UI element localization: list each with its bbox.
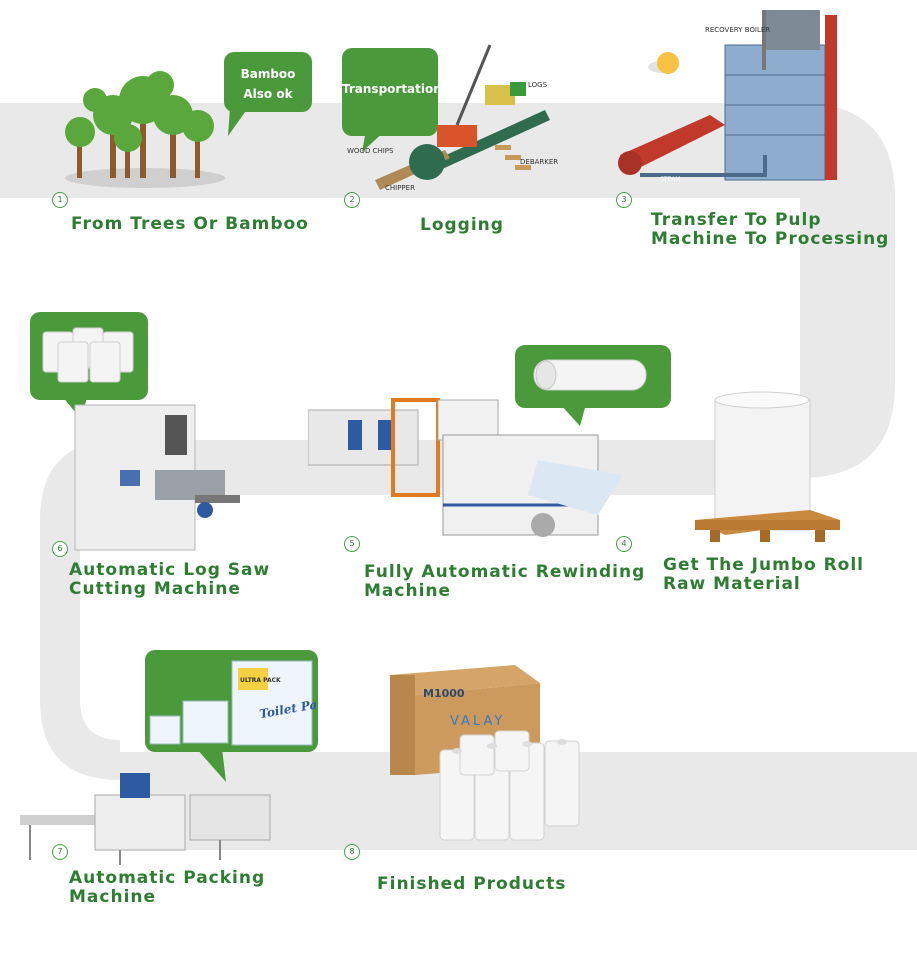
log-roll-icon	[533, 359, 647, 391]
pack-tag: ULTRA PACK	[240, 677, 281, 684]
pulp-mill-illustration: RECOVERY BOILER STEAM	[618, 10, 837, 183]
label-recovery-boiler: RECOVERY BOILER	[705, 26, 770, 34]
rewinding-machine	[308, 398, 623, 537]
bubble-transport-tail	[362, 130, 386, 152]
step-number-1: 1	[52, 192, 68, 208]
step-number-2: 2	[344, 192, 360, 208]
step-title-2: Logging	[420, 215, 504, 235]
step-number-7: 7	[52, 844, 68, 860]
step-number-8: 8	[344, 844, 360, 860]
step-title-8: Finished Products	[377, 874, 567, 894]
bubble-bamboo-text: Bamboo Also ok	[240, 67, 296, 101]
label-debarker: DEBARKER	[520, 158, 558, 166]
small-rolls-icon	[42, 327, 134, 383]
bubble-bamboo: Bamboo Also ok	[224, 52, 312, 112]
trees-illustration	[65, 71, 225, 188]
box-code: M1000	[423, 687, 465, 700]
packing-machine	[20, 773, 271, 865]
step-number-6: 6	[52, 541, 68, 557]
box-brand: VALAY	[450, 714, 505, 729]
bubble-transport: Transportation	[342, 48, 442, 136]
label-logs: LOGS	[528, 81, 548, 89]
logging-illustration: LOGS WOOD CHIPS CHIPPER DEBARKER	[347, 44, 558, 192]
step-number-3: 3	[616, 192, 632, 208]
step-title-1: From Trees Or Bamboo	[71, 214, 309, 234]
label-chipper: CHIPPER	[385, 184, 415, 192]
label-wood-chips: WOOD CHIPS	[347, 147, 394, 155]
step-number-4: 4	[616, 536, 632, 552]
jumbo-roll-illustration	[695, 391, 840, 542]
bubble-transport-text: Transportation	[342, 82, 442, 96]
finished-products-illustration: M1000 VALAY	[390, 665, 580, 841]
bubble-bamboo-tail	[228, 108, 248, 136]
step-number-5: 5	[344, 536, 360, 552]
label-steam: STEAM	[660, 176, 681, 183]
bubble-log-roll-tail	[560, 404, 586, 426]
log-saw-machine	[74, 404, 240, 551]
bubble-packs-tail	[196, 748, 226, 782]
toilet-paper-packs: ULTRA PACK Toilet Paper	[149, 660, 316, 746]
